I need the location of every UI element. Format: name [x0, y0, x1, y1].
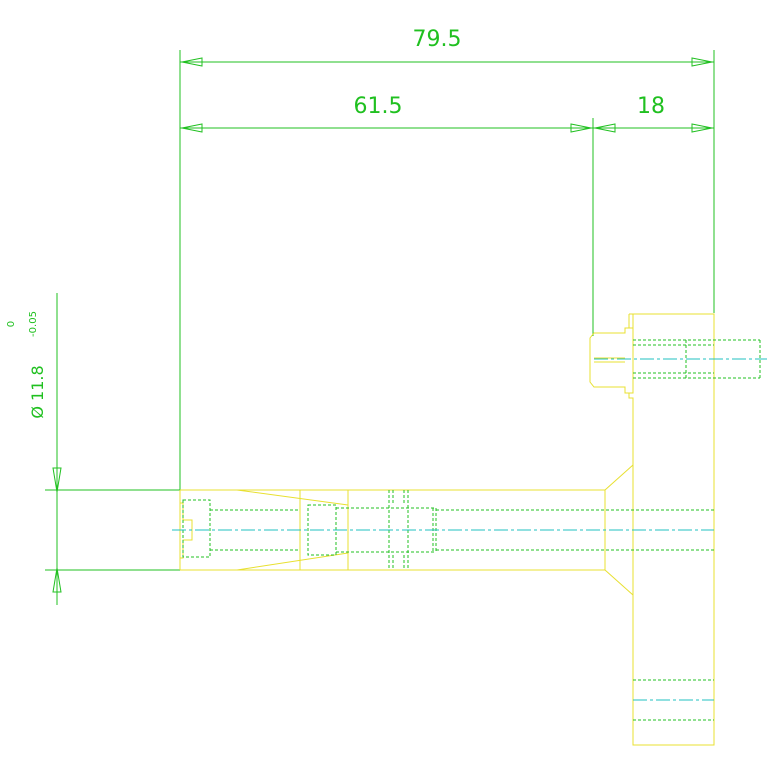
dimension-layer	[45, 50, 715, 605]
dim-shaft-label: 61.5	[354, 94, 403, 119]
arrow-down-icon	[52, 567, 62, 593]
dim-flange-label: 18	[637, 94, 665, 119]
arrow-right-icon	[691, 57, 713, 67]
arrow-left-icon	[181, 123, 203, 133]
arrow-left-icon	[594, 123, 616, 133]
dim-tol-lower: -0.05	[28, 311, 39, 337]
arrow-right-icon	[570, 123, 592, 133]
arrow-left-icon	[181, 57, 203, 67]
arrow-right-icon	[691, 123, 713, 133]
arrow-up-icon	[52, 467, 62, 493]
dim-diameter-label: Ø 11.8	[28, 365, 47, 418]
dim-tol-upper: 0	[6, 321, 17, 327]
dim-overall-label: 79.5	[413, 27, 462, 52]
center-lines	[172, 358, 767, 701]
